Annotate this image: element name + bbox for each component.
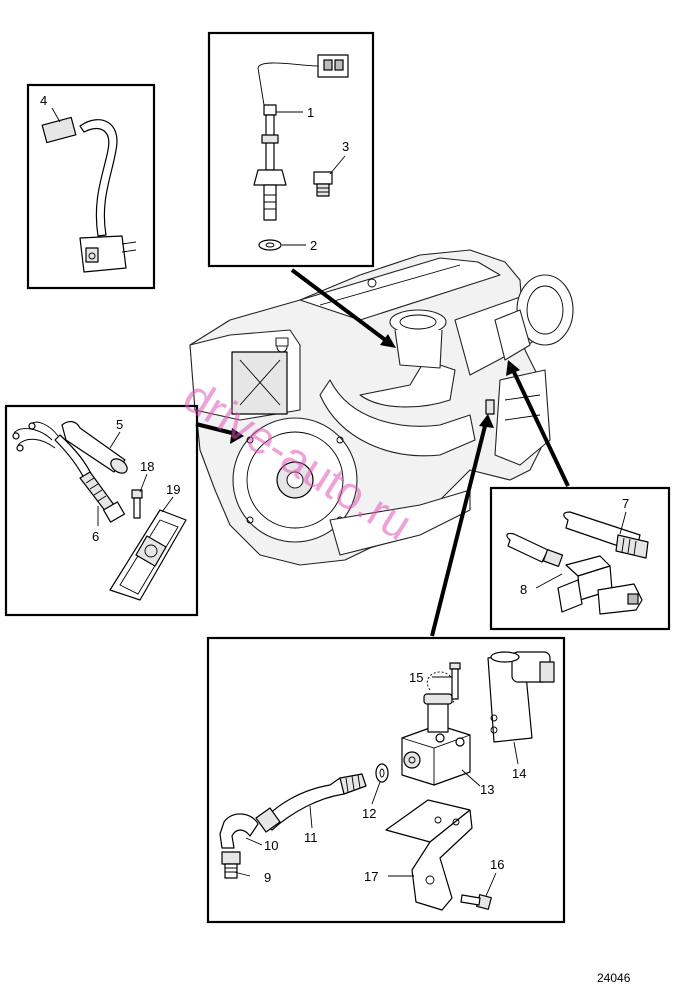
callout-1: 1 (307, 105, 314, 120)
callout-14: 14 (512, 766, 526, 781)
pointer-lines (195, 268, 570, 637)
callout-13: 13 (480, 782, 494, 797)
valve-block-part (401, 671, 471, 786)
detail-panel-sensor (207, 31, 375, 268)
screw-part (131, 489, 143, 519)
pipe-with-valve-part (41, 116, 137, 273)
callout-11: 11 (304, 830, 318, 845)
detail-panel-valve-assembly (206, 636, 566, 924)
callout-4: 4 (40, 93, 47, 108)
callout-19: 19 (166, 482, 180, 497)
detail-panel-harness (4, 404, 199, 617)
leader-lines (51, 107, 627, 897)
callout-8: 8 (520, 582, 527, 597)
engine-illustration (189, 249, 574, 566)
callout-6: 6 (92, 529, 99, 544)
gasket-plate-part (109, 509, 187, 601)
callout-16: 16 (490, 857, 504, 872)
elbow-fitting-part (219, 813, 259, 849)
callout-15: 15 (409, 670, 423, 685)
callout-17: 17 (364, 869, 378, 884)
protective-cap-part (563, 511, 649, 559)
callout-9: 9 (264, 870, 271, 885)
solenoid-valve-part (506, 532, 643, 615)
figure-number: 24046 (597, 971, 631, 985)
callout-labels: 1 2 3 4 5 6 18 19 7 8 9 10 11 12 13 14 1… (40, 93, 629, 885)
wiring-harness-part (12, 421, 126, 523)
sensor-assembly-part (253, 54, 349, 221)
callout-18: 18 (140, 459, 154, 474)
detail-panel-solenoid (489, 486, 671, 631)
detail-panel-pipe-heater (26, 83, 156, 290)
callout-10: 10 (264, 838, 278, 853)
adapter-nipple-part (313, 171, 333, 197)
sealing-washer-part (375, 763, 389, 783)
sleeve-part (61, 421, 128, 474)
callout-7: 7 (622, 496, 629, 511)
mounting-bracket-part (385, 799, 473, 911)
washer-part (258, 239, 282, 251)
bolt-part (449, 662, 461, 700)
callout-3: 3 (342, 139, 349, 154)
bracket-bolt-part (460, 894, 492, 910)
nipple-fitting-part (221, 851, 241, 879)
callout-5: 5 (116, 417, 123, 432)
callout-2: 2 (310, 238, 317, 253)
hose-part (255, 773, 367, 833)
valve-solenoid-part (487, 651, 555, 743)
callout-12: 12 (362, 806, 376, 821)
